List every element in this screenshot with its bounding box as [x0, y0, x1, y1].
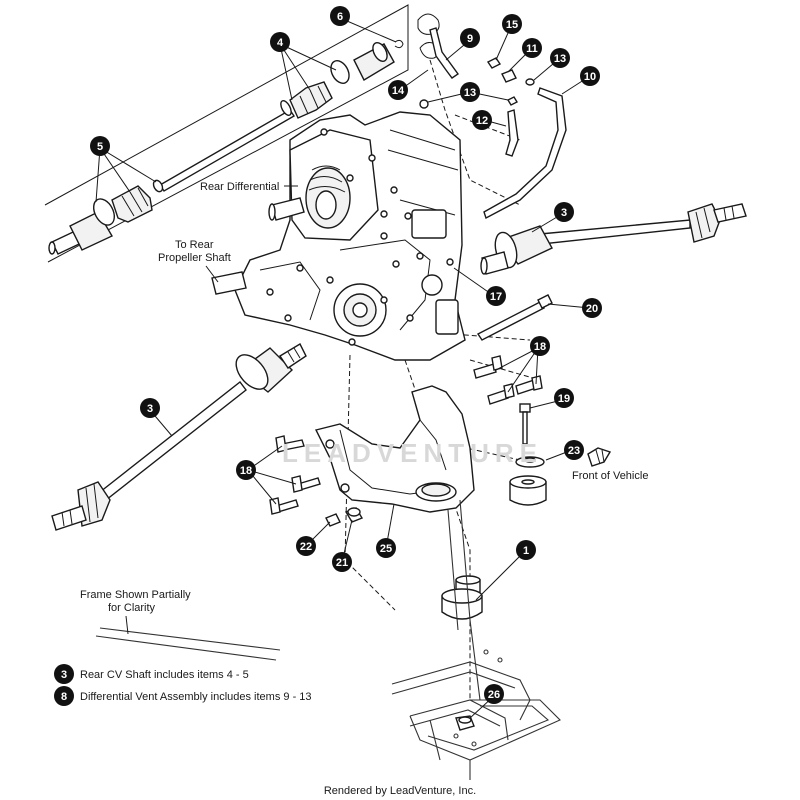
callout-4[interactable]: 4 [270, 32, 290, 52]
callout-9[interactable]: 9 [460, 28, 480, 48]
svg-text:13: 13 [464, 87, 476, 99]
svg-text:6: 6 [337, 11, 343, 23]
callout-5[interactable]: 5 [90, 136, 110, 156]
svg-text:3: 3 [147, 403, 153, 415]
vehicle-frame [95, 499, 561, 780]
callout-13-middle[interactable]: 13 [460, 82, 480, 102]
svg-text:12: 12 [476, 115, 488, 127]
isolator [441, 575, 483, 620]
callout-23[interactable]: 23 [564, 440, 584, 460]
callout-14[interactable]: 14 [388, 80, 408, 100]
svg-text:22: 22 [300, 541, 312, 553]
label-to-rear-propeller-line1: To Rear [175, 239, 214, 251]
callout-10[interactable]: 10 [580, 66, 600, 86]
legend-text-3: Rear CV Shaft includes items 4 - 5 [80, 669, 249, 681]
label-front-of-vehicle: Front of Vehicle [572, 470, 648, 482]
footer-credit: Rendered by LeadVenture, Inc. [324, 785, 476, 797]
bolts-18-lower [269, 435, 321, 515]
callout-19[interactable]: 19 [554, 388, 574, 408]
svg-text:13: 13 [554, 53, 566, 65]
callout-3-left[interactable]: 3 [140, 398, 160, 418]
svg-text:26: 26 [488, 689, 500, 701]
callout-18-upper[interactable]: 18 [530, 336, 550, 356]
svg-text:5: 5 [97, 141, 103, 153]
rear-cv-shaft-exploded-box [44, 4, 409, 263]
right-cv-shaft [480, 203, 747, 275]
svg-text:9: 9 [467, 33, 473, 45]
svg-text:23: 23 [568, 445, 580, 457]
svg-text:18: 18 [240, 465, 252, 477]
rear-differential-housing [211, 111, 466, 361]
callout-20[interactable]: 20 [582, 298, 602, 318]
svg-text:11: 11 [526, 43, 538, 55]
svg-text:14: 14 [392, 85, 405, 97]
callout-26[interactable]: 26 [484, 684, 504, 704]
left-cv-shaft [51, 343, 307, 531]
mount-bracket [314, 385, 475, 513]
callout-17[interactable]: 17 [486, 286, 506, 306]
legend-item-8: 8 [54, 686, 74, 706]
svg-text:3: 3 [561, 207, 567, 219]
callout-11[interactable]: 11 [522, 38, 542, 58]
bolts-18-upper [473, 355, 543, 405]
differential-vent-assembly [417, 13, 567, 220]
svg-text:20: 20 [586, 303, 598, 315]
svg-text:1: 1 [523, 545, 529, 557]
legend-text-8: Differential Vent Assembly includes item… [80, 691, 312, 703]
mount-hardware [509, 403, 547, 506]
watermark: LEADVENTURE [282, 438, 543, 468]
callout-12[interactable]: 12 [472, 110, 492, 130]
svg-text:8: 8 [61, 691, 67, 703]
frame-note-line1: Frame Shown Partially [80, 589, 191, 601]
callout-18-lower[interactable]: 18 [236, 460, 256, 480]
long-bolt [476, 294, 553, 341]
svg-text:19: 19 [558, 393, 570, 405]
label-rear-differential: Rear Differential [200, 181, 279, 193]
callout-25[interactable]: 25 [376, 538, 396, 558]
legend-item-3: 3 [54, 664, 74, 684]
callout-21[interactable]: 21 [332, 552, 352, 572]
housing-bolts [266, 128, 454, 346]
callout-15[interactable]: 15 [502, 14, 522, 34]
callout-3-right[interactable]: 3 [554, 202, 574, 222]
svg-text:21: 21 [336, 557, 348, 569]
small-hardware [325, 507, 364, 527]
label-to-rear-propeller-line2: Propeller Shaft [158, 252, 231, 264]
callout-6[interactable]: 6 [330, 6, 350, 26]
svg-text:4: 4 [277, 37, 284, 49]
svg-text:3: 3 [61, 669, 67, 681]
svg-text:17: 17 [490, 291, 502, 303]
callout-1[interactable]: 1 [516, 540, 536, 560]
callout-22[interactable]: 22 [296, 536, 316, 556]
svg-text:25: 25 [380, 543, 392, 555]
callout-13-top[interactable]: 13 [550, 48, 570, 68]
frame-note-line2: for Clarity [108, 602, 156, 614]
upper-cv-shaft [48, 39, 404, 255]
front-arrow-icon [587, 447, 612, 467]
svg-text:10: 10 [584, 71, 596, 83]
svg-text:18: 18 [534, 341, 546, 353]
svg-text:15: 15 [506, 19, 518, 31]
